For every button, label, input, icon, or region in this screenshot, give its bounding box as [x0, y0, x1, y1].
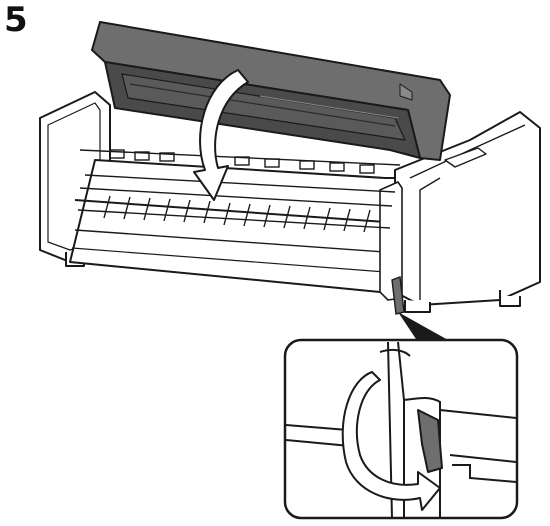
top-cover [91, 21, 451, 161]
step-number: 5 [4, 0, 28, 40]
platen-area [77, 149, 401, 233]
callout-pointer [398, 312, 448, 342]
inset-detail [283, 338, 519, 520]
curved-arrow-down-icon [193, 69, 249, 201]
release-lever [391, 276, 405, 315]
curved-arrow-rotate-icon [341, 371, 441, 511]
printer-body [39, 91, 541, 313]
